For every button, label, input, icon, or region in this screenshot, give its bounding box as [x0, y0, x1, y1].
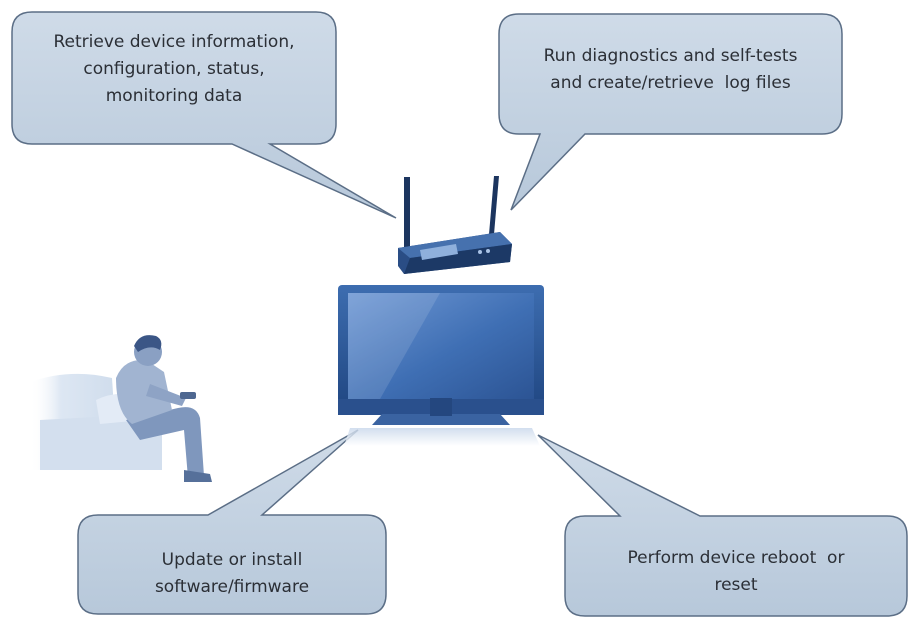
bubble-top-right-line-1: Run diagnostics and self-tests: [543, 46, 798, 66]
bubble-bottom-left-line-1: Update or install: [161, 550, 303, 570]
bubble-bottom-left-text: Update or install software/firmware: [80, 536, 384, 612]
bubble-bottom-right-line-2: reset: [714, 575, 758, 595]
bubble-top-right-text: Run diagnostics and self-tests and creat…: [501, 16, 840, 124]
speech-bubble-top-right: [498, 13, 843, 211]
television-illustration: [338, 285, 544, 446]
bubble-top-left-line-1: Retrieve device information,: [53, 31, 295, 52]
speech-bubble-bottom-left: [77, 429, 387, 615]
person-on-couch-illustration: [30, 335, 212, 482]
bubble-top-left-text: Retrieve device information, configurati…: [14, 14, 334, 124]
bubble-top-right-line-2: and create/retrieve log files: [550, 73, 791, 93]
bubble-bottom-right-line-1: Perform device reboot or: [627, 548, 845, 568]
bubble-top-left-line-2: configuration, status,: [83, 58, 265, 79]
router-device-illustration: [398, 176, 512, 274]
bubble-bottom-left-line-2: software/firmware: [154, 577, 310, 597]
speech-bubble-top-left: [11, 11, 397, 219]
bubble-bottom-right-text: Perform device reboot or reset: [567, 534, 905, 610]
bubble-top-left-line-3: monitoring data: [105, 85, 243, 106]
speech-bubble-bottom-right: [537, 434, 908, 617]
